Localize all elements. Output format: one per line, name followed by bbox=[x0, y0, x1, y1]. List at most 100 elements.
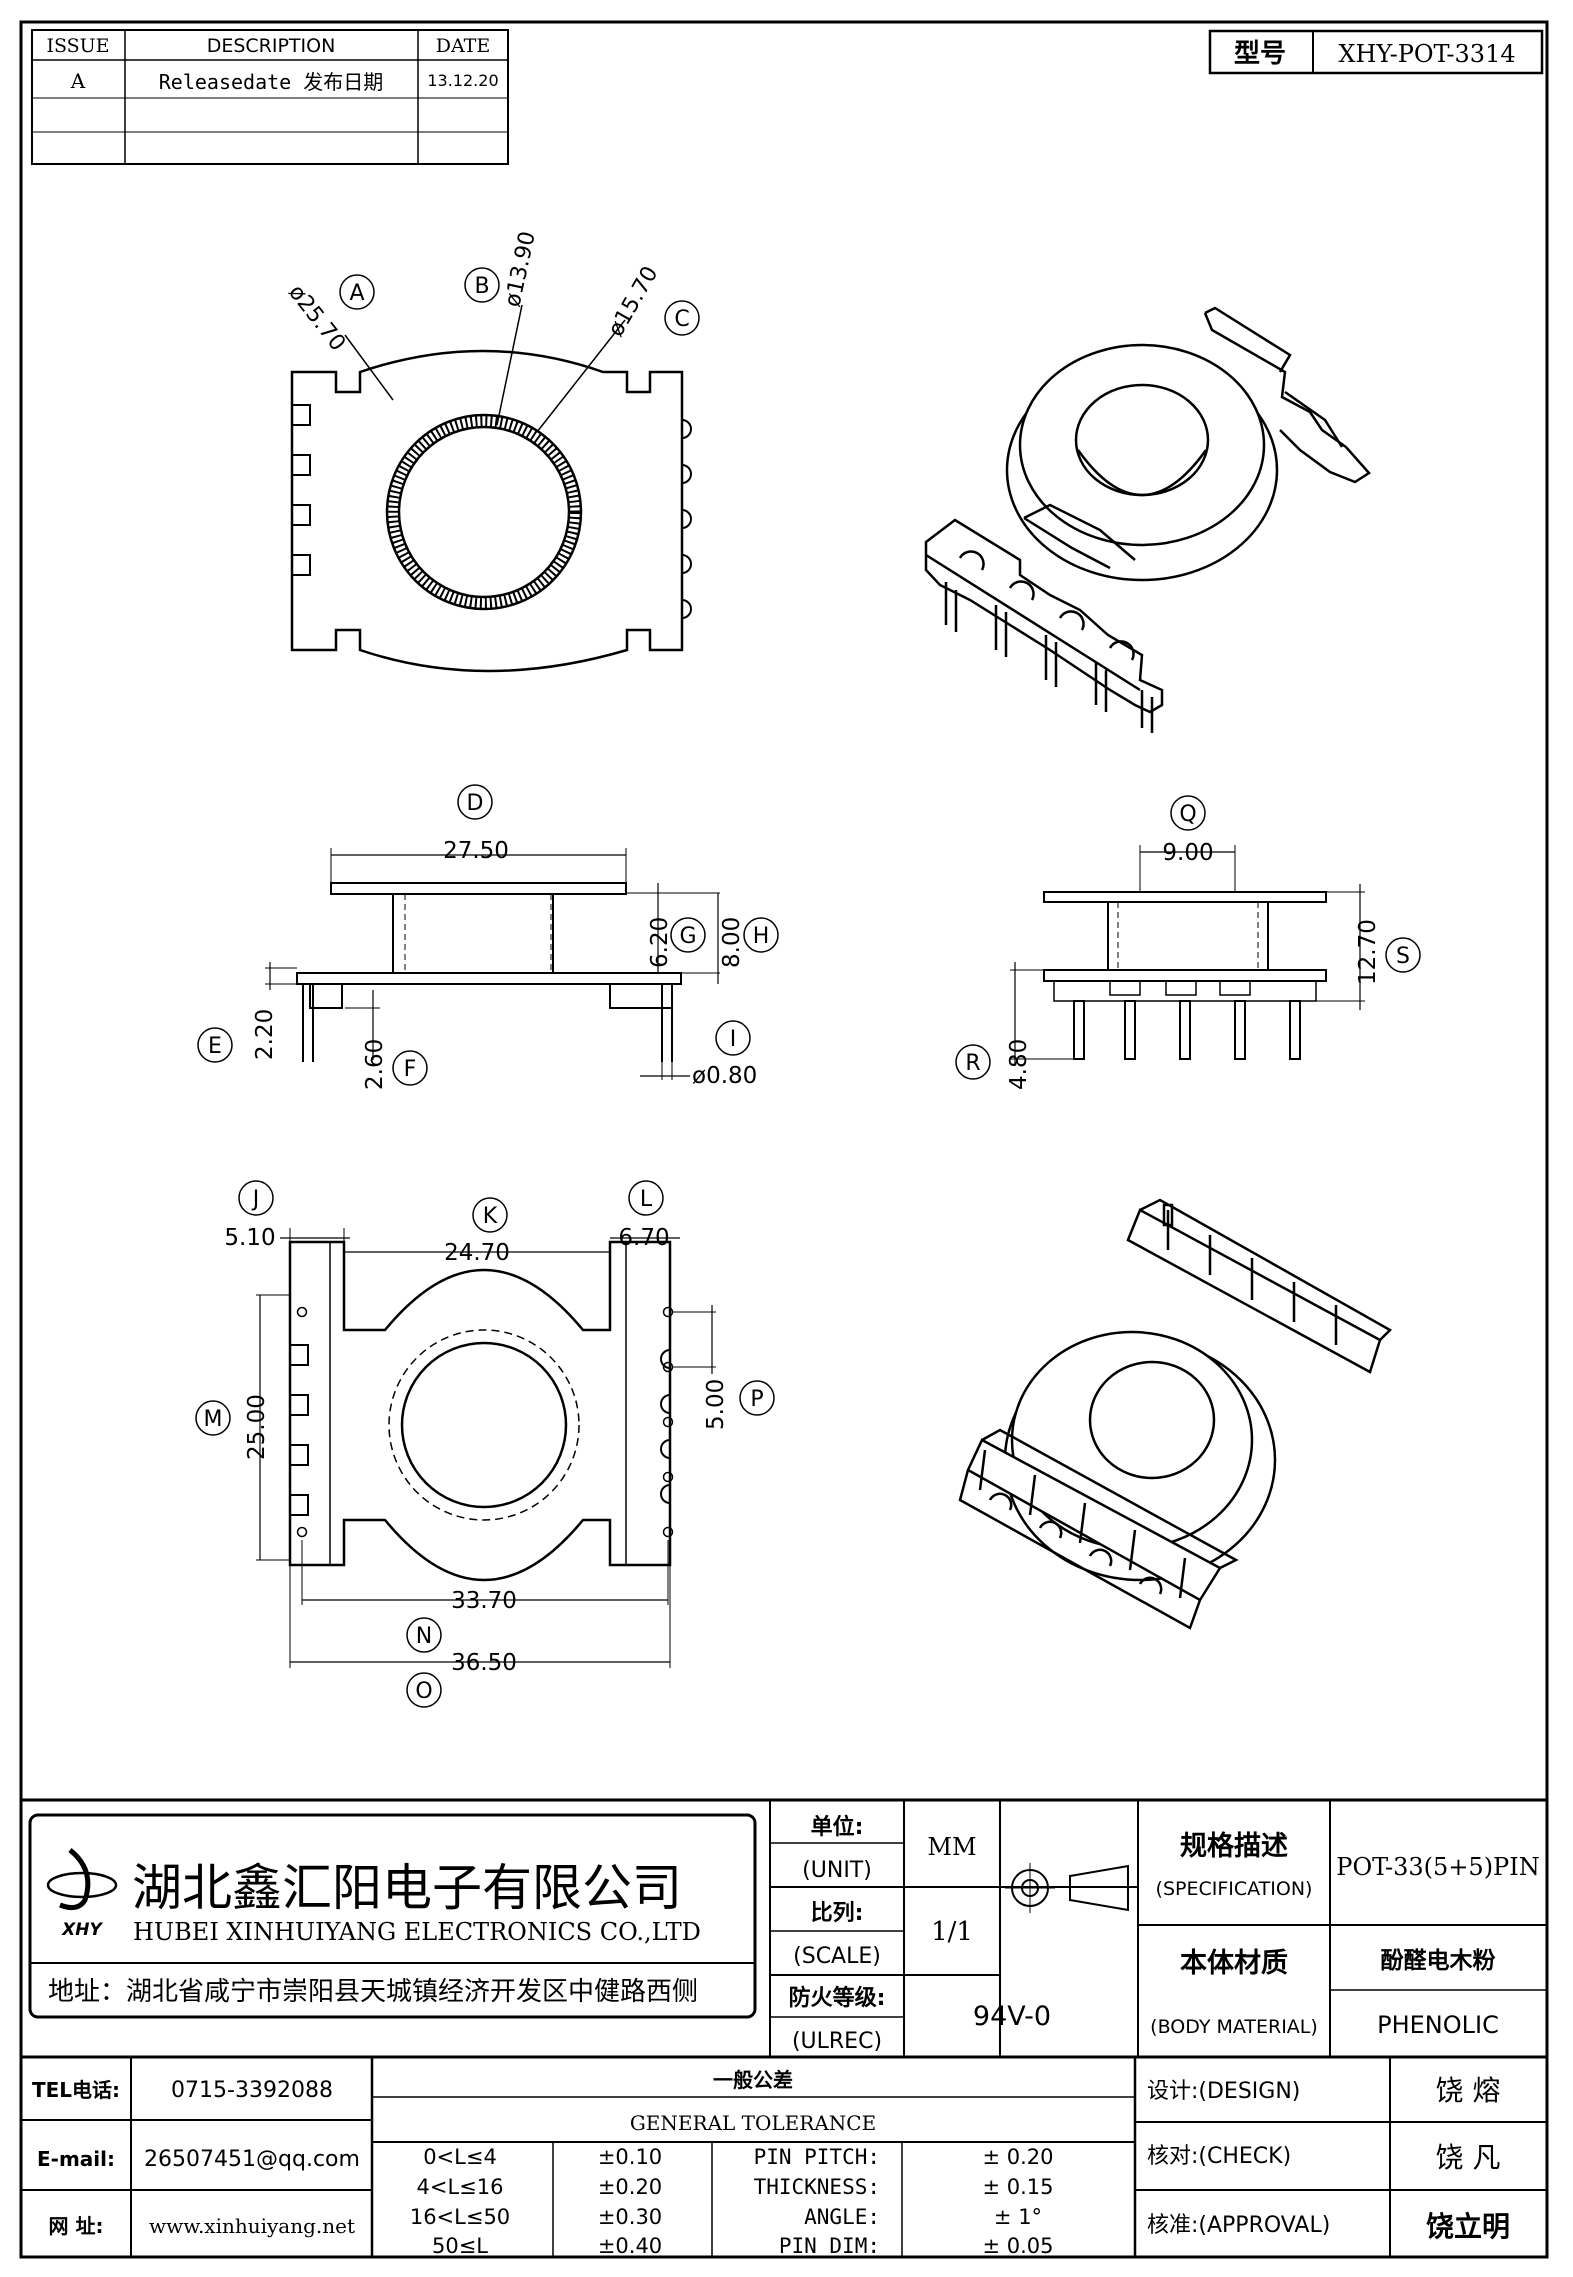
callout-M: M bbox=[204, 1407, 223, 1432]
dim-O: 36.50 bbox=[451, 1650, 517, 1676]
company-name-en: HUBEI XINHUIYANG ELECTRONICS CO.,LTD bbox=[133, 1918, 701, 1946]
approval-role-check: 核对:(CHECK) bbox=[1147, 2144, 1291, 2169]
material-value-cn: 酚醛电木粉 bbox=[1381, 1948, 1496, 1974]
tel-label: TEL电话: bbox=[32, 2078, 120, 2102]
revision-table: ISSUE DESCRIPTION DATE A Releasedate 发布日… bbox=[31, 29, 509, 165]
isometric-view-top bbox=[924, 306, 1371, 733]
approval-name-approval: 饶立明 bbox=[1426, 2210, 1510, 2243]
dim-R: 4.80 bbox=[1006, 1039, 1032, 1090]
drawing-frame bbox=[19, 20, 1549, 2259]
callout-A: A bbox=[349, 281, 364, 306]
tel-value: 0715-3392088 bbox=[171, 2078, 333, 2103]
company-logo: XHY bbox=[46, 1848, 118, 1940]
callout-C: C bbox=[674, 307, 689, 332]
callout-S: S bbox=[1396, 944, 1410, 969]
email-value: 26507451@qq.com bbox=[144, 2147, 360, 2172]
dim-B: ø13.90 bbox=[500, 229, 540, 309]
dim-N: 33.70 bbox=[451, 1588, 517, 1614]
dim-G: 6.20 bbox=[647, 917, 673, 968]
callout-B: B bbox=[474, 274, 489, 299]
approval-name-design: 饶 熔 bbox=[1436, 2074, 1501, 2107]
callout-O: O bbox=[415, 1679, 432, 1704]
dim-Q: 9.00 bbox=[1162, 840, 1213, 866]
fire-value: 94V-0 bbox=[973, 2001, 1051, 2032]
dim-S: 12.70 bbox=[1355, 919, 1381, 985]
unit-label-en: (UNIT) bbox=[802, 1858, 872, 1883]
isometric-view-bottom bbox=[958, 1198, 1393, 1630]
callout-P: P bbox=[750, 1387, 763, 1412]
dim-M: 25.00 bbox=[244, 1394, 270, 1460]
scale-value: 1/1 bbox=[931, 1917, 973, 1947]
rev-row-date: 13.12.20 bbox=[427, 71, 498, 90]
callout-I: I bbox=[730, 1027, 737, 1052]
dim-C: ø15.70 bbox=[604, 262, 664, 341]
tol-special-name-2: ANGLE: bbox=[804, 2205, 880, 2229]
tol-range-0: 0<L≤4 bbox=[423, 2145, 497, 2169]
spec-label-en: (SPECIFICATION) bbox=[1156, 1878, 1313, 1900]
dim-L: 6.70 bbox=[618, 1225, 669, 1251]
tol-special-name-0: PIN PITCH: bbox=[754, 2145, 880, 2169]
web-value: www.xinhuiyang.net bbox=[149, 2214, 355, 2238]
tol-special-value-0: ± 0.20 bbox=[982, 2145, 1053, 2169]
dim-F: 2.60 bbox=[362, 1039, 388, 1090]
dim-I: ø0.80 bbox=[692, 1063, 757, 1089]
material-label-en: (BODY MATERIAL) bbox=[1150, 2016, 1318, 2038]
callout-E: E bbox=[208, 1034, 222, 1059]
scale-label-en: (SCALE) bbox=[793, 1944, 881, 1969]
spec-label-cn: 规格描述 bbox=[1180, 1831, 1288, 1862]
web-label: 网 址: bbox=[49, 2214, 104, 2238]
callout-Q: Q bbox=[1179, 802, 1196, 827]
front-view: D 27.50 6.20 8.00 G H 2.20 E 2.60 F ø0.8… bbox=[197, 784, 779, 1090]
tol-special-name-3: PIN DIM: bbox=[779, 2234, 880, 2258]
projection-symbol-icon bbox=[1005, 1863, 1129, 1913]
part-number-value: XHY-POT-3314 bbox=[1338, 40, 1515, 68]
top-view: A B C ø25.70 ø13.90 ø15.70 bbox=[283, 229, 700, 673]
callout-K: K bbox=[483, 1204, 498, 1229]
dim-K: 24.70 bbox=[444, 1240, 510, 1266]
approval-name-check: 饶 凡 bbox=[1436, 2141, 1501, 2174]
rev-header-date: DATE bbox=[436, 35, 490, 57]
rev-row-description: Releasedate 发布日期 bbox=[159, 70, 384, 94]
spec-value: POT-33(5+5)PIN bbox=[1336, 1853, 1539, 1881]
tol-special-value-2: ± 1° bbox=[994, 2205, 1042, 2229]
fire-label-en: (ULREC) bbox=[792, 2029, 882, 2054]
tol-value-0: ±0.10 bbox=[598, 2145, 662, 2169]
dim-P: 5.00 bbox=[703, 1379, 729, 1430]
material-value-en: PHENOLIC bbox=[1377, 2011, 1499, 2039]
scale-label-cn: 比列: bbox=[811, 1901, 864, 1926]
tol-special-value-3: ± 0.05 bbox=[982, 2234, 1053, 2258]
tolerance-title-cn: 一般公差 bbox=[713, 2068, 793, 2092]
tol-special-value-1: ± 0.15 bbox=[982, 2175, 1053, 2199]
callout-L: L bbox=[640, 1187, 653, 1212]
tol-value-3: ±0.40 bbox=[598, 2234, 662, 2258]
part-number-label: 型号 bbox=[1234, 39, 1286, 69]
tol-value-2: ±0.30 bbox=[598, 2205, 662, 2229]
callout-R: R bbox=[965, 1051, 980, 1076]
tol-value-1: ±0.20 bbox=[598, 2175, 662, 2199]
bottom-view: 5.10 J 24.70 K 6.70 L 25.00 M 5.00 P 33.… bbox=[195, 1180, 775, 1708]
unit-value: MM bbox=[927, 1833, 976, 1861]
dim-D: 27.50 bbox=[443, 838, 509, 864]
tolerance-title-en: GENERAL TOLERANCE bbox=[630, 2111, 876, 2135]
logo-text: XHY bbox=[61, 1920, 103, 1940]
material-label-cn: 本体材质 bbox=[1180, 1948, 1288, 1979]
side-view: Q 9.00 12.70 S 4.80 R bbox=[955, 795, 1421, 1090]
approval-role-approval: 核准:(APPROVAL) bbox=[1147, 2213, 1330, 2238]
tol-range-1: 4<L≤16 bbox=[417, 2175, 504, 2199]
callout-J: J bbox=[251, 1187, 260, 1212]
email-label: E-mail: bbox=[37, 2147, 115, 2171]
unit-label-cn: 单位: bbox=[811, 1814, 864, 1840]
tol-range-2: 16<L≤50 bbox=[410, 2205, 510, 2229]
dim-E: 2.20 bbox=[252, 1009, 278, 1060]
callout-D: D bbox=[467, 791, 484, 816]
rev-header-issue: ISSUE bbox=[46, 35, 109, 57]
contact-tolerance-table: TEL电话: 0715-3392088 E-mail: 26507451@qq.… bbox=[20, 2057, 1547, 2258]
part-number-box: 型号 XHY-POT-3314 bbox=[1208, 29, 1544, 75]
company-address: 地址：湖北省咸宁市崇阳县天城镇经济开发区中健路西侧 bbox=[48, 1977, 698, 2007]
callout-G: G bbox=[679, 924, 696, 949]
fire-label-cn: 防火等级: bbox=[789, 1985, 886, 2011]
tol-range-3: 50≤L bbox=[432, 2234, 488, 2258]
callout-F: F bbox=[404, 1057, 417, 1082]
dim-H: 8.00 bbox=[719, 917, 745, 968]
